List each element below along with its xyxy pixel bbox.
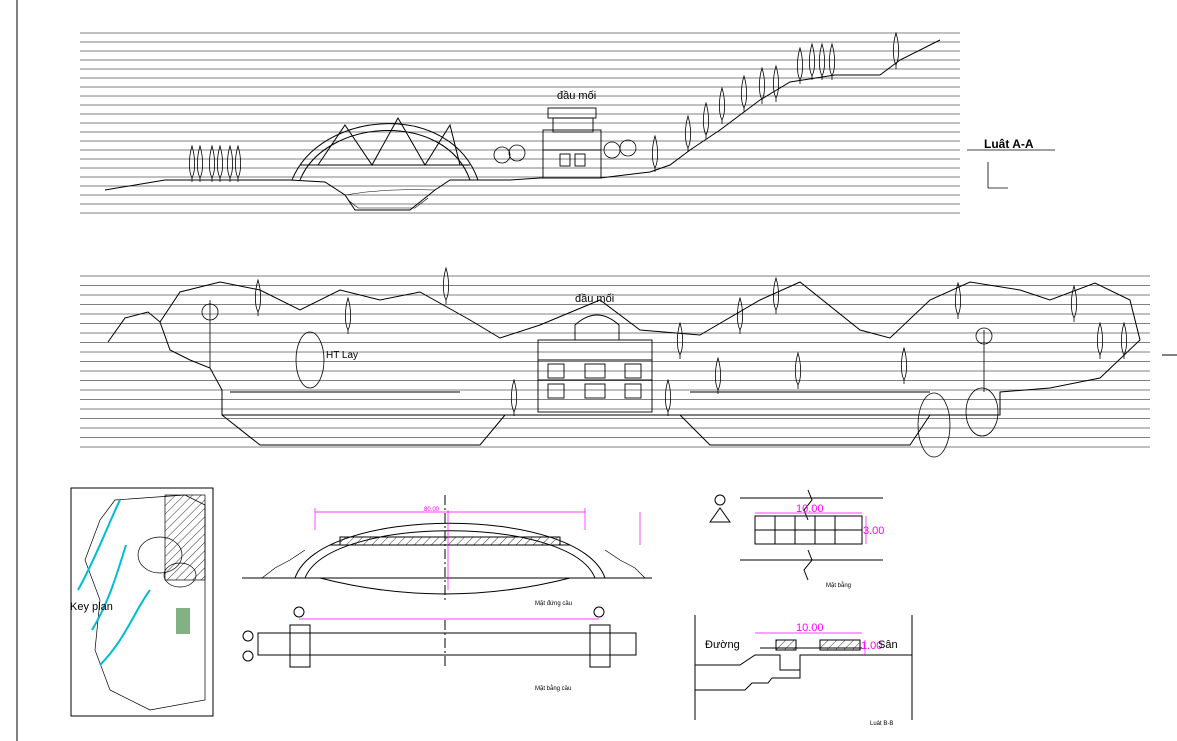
bridge-span-label: 80.00 — [424, 507, 440, 513]
detail-section-right-text: Sân — [878, 639, 898, 651]
middle-building-label: đầu mối — [575, 293, 615, 305]
left-bubble-label: HT Lay — [326, 350, 359, 361]
detail-plan-dims — [755, 512, 867, 544]
top-bridge-arch — [291, 116, 479, 181]
section-title: Luât A-A — [984, 137, 1034, 151]
key-plan-label: Key plan — [70, 601, 113, 613]
bridge-plan-caption: Mặt bằng cầu — [535, 686, 572, 692]
detail-section-left-text: Đường — [705, 639, 740, 651]
detail-plan-width: 10.00 — [796, 503, 824, 515]
key-plan-map — [70, 487, 214, 717]
bridge-dimensions — [314, 508, 641, 590]
section-aa-grid — [80, 32, 960, 214]
top-building-label: đầu mối — [557, 90, 597, 102]
detail-plan-caption: Mặt bằng — [826, 583, 852, 589]
detail-section — [694, 615, 913, 720]
detail-plan-depth: 3.00 — [863, 525, 885, 537]
axis-indicator — [967, 149, 1055, 189]
detail-section-caption: Luât B-B — [870, 721, 894, 727]
detail-plan — [709, 489, 883, 581]
detail-section-depth: 1.00 — [861, 640, 883, 652]
top-building — [542, 107, 602, 179]
bridge-elevation — [242, 495, 652, 600]
section-middle-grid — [80, 275, 1150, 448]
middle-building — [537, 314, 653, 413]
top-trees — [188, 32, 900, 183]
middle-trees — [201, 267, 1128, 417]
bridge-elevation-caption: Mặt đứng cầu — [535, 601, 573, 607]
section-aa-terrain — [104, 39, 941, 211]
detail-section-dims — [755, 632, 866, 656]
bridge-plan — [242, 606, 637, 668]
callout-bubbles — [295, 331, 999, 458]
section-middle-terrain — [107, 281, 1141, 446]
detail-section-width: 10.00 — [796, 622, 824, 634]
